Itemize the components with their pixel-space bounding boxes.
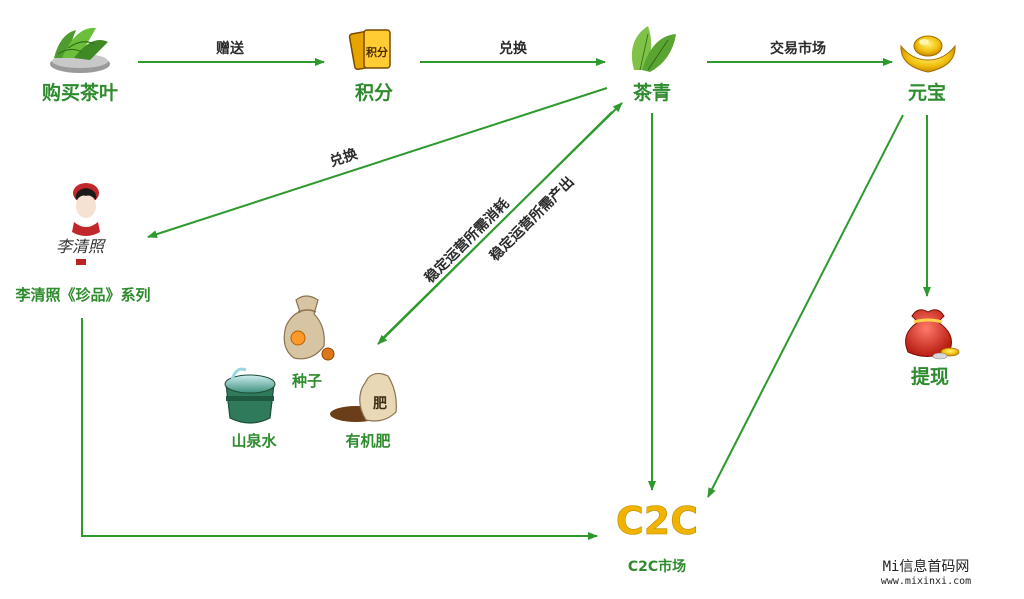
money-bag-icon: [905, 309, 960, 360]
node-label-li-qingzhao: 李清照《珍品》系列: [14, 286, 150, 304]
node-seed: 种子: [283, 295, 335, 390]
node-label-buy-tea: 购买茶叶: [42, 81, 118, 104]
node-spring-water: 山泉水: [224, 367, 277, 450]
fertilizer-bag-icon: 肥: [330, 372, 397, 422]
edge-yuanbao-to-c2c: [707, 114, 904, 498]
tea-leaf-icon: [631, 26, 676, 72]
edge-label-gift: 赠送: [216, 40, 245, 57]
node-label-spring-water: 山泉水: [231, 432, 277, 450]
gold-ingot-icon: [900, 35, 956, 73]
watermark-title: Mi信息首码网: [883, 558, 970, 575]
node-label-seed: 种子: [291, 372, 322, 390]
edge-buy-to-points: 赠送: [138, 40, 325, 66]
node-withdraw: 提现: [905, 309, 960, 388]
node-label-tea-green: 茶青: [633, 81, 671, 104]
node-label-yuanbao: 元宝: [908, 81, 946, 104]
node-c2c-market: C2C C2C市场: [616, 499, 699, 575]
node-yuanbao: 元宝: [900, 35, 956, 104]
points-card-icon: 积分: [348, 29, 391, 71]
fertilizer-icon-text: 肥: [373, 396, 387, 412]
edge-tea-to-yuanbao: 交易市场: [707, 40, 893, 66]
node-points: 积分 积分: [348, 29, 393, 104]
node-label-fertilizer: 有机肥: [345, 432, 390, 450]
edge-points-to-tea: 兑换: [420, 40, 606, 66]
node-tea-green: 茶青: [631, 26, 676, 104]
watermark-url: www.mixinxi.com: [881, 576, 971, 587]
c2c-logo: C2C: [616, 499, 698, 543]
edge-label-exchange-points: 兑换: [499, 40, 528, 57]
points-icon-text: 积分: [366, 45, 388, 59]
seed-bag-icon: [283, 295, 335, 361]
li-qingzhao-portrait-icon: 李清照: [56, 183, 106, 265]
node-fertilizer: 肥 有机肥: [330, 372, 397, 450]
node-label-withdraw: 提现: [911, 365, 949, 388]
node-buy-tea: 购买茶叶: [42, 27, 118, 104]
edge-materials-to-tea: 稳定运营所需产出: [382, 102, 623, 339]
water-bucket-icon: [224, 367, 276, 424]
node-label-c2c-market: C2C市场: [628, 558, 686, 575]
node-label-points: 积分: [355, 82, 393, 104]
node-li-qingzhao: 李清照 李清照《珍品》系列: [14, 183, 151, 304]
edge-label-trade-market: 交易市场: [770, 40, 826, 57]
watermark: Mi信息首码网 www.mixinxi.com: [881, 558, 971, 587]
edge-li-to-c2c: [81, 318, 598, 540]
edge-label-exchange-li: 兑换: [328, 145, 361, 170]
li-calligraphy-text: 李清照: [56, 237, 106, 256]
tea-leaves-bowl-icon: [50, 27, 110, 73]
